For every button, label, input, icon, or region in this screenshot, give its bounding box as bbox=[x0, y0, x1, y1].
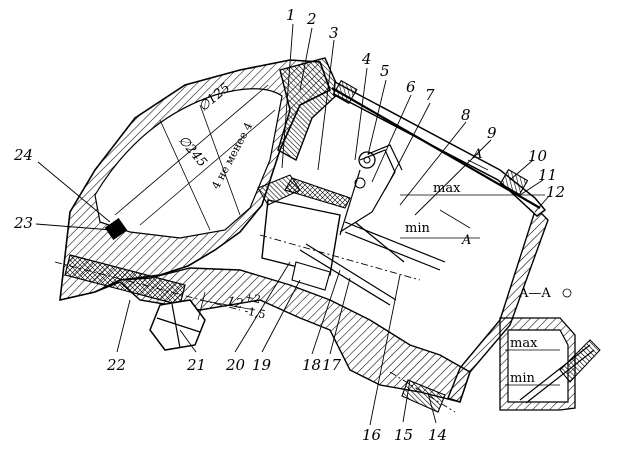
section-arrow-top bbox=[467, 159, 489, 171]
callout-17: 17 bbox=[322, 356, 342, 374]
callout-19: 19 bbox=[252, 356, 272, 374]
callout-21: 21 bbox=[186, 356, 206, 374]
level-max: max bbox=[433, 181, 461, 196]
section-arrow-line bbox=[439, 209, 471, 229]
section-inset bbox=[499, 317, 601, 411]
callout-1: 1 bbox=[286, 6, 296, 24]
cover-bolt-right bbox=[499, 168, 529, 196]
dipstick-mechanism bbox=[284, 144, 403, 236]
callout-6: 6 bbox=[406, 78, 416, 96]
section-mark-top: A bbox=[472, 147, 482, 162]
flange-bolt bbox=[54, 254, 241, 351]
callout-9: 9 bbox=[487, 124, 497, 142]
callout-7: 7 bbox=[425, 86, 435, 104]
drain-plug bbox=[389, 371, 456, 413]
shaft-axis bbox=[259, 234, 421, 281]
construction-line bbox=[139, 109, 276, 226]
dim-tol-lower: -1,5 bbox=[243, 304, 266, 321]
construction-line bbox=[199, 104, 241, 216]
level-rod bbox=[344, 194, 545, 271]
callout-22: 22 bbox=[106, 356, 126, 374]
callout-8: 8 bbox=[461, 106, 471, 124]
dim-tol-upper: +2 bbox=[243, 290, 262, 306]
cover-flange bbox=[277, 57, 341, 162]
cover-edge bbox=[331, 87, 541, 209]
right-wall bbox=[447, 211, 549, 403]
callout-18: 18 bbox=[302, 356, 321, 374]
cover-bolt-left bbox=[332, 79, 358, 105]
callout-23: 23 bbox=[13, 214, 33, 232]
callout-24: 24 bbox=[13, 146, 33, 164]
callout-15: 15 bbox=[394, 426, 413, 444]
gear-interior bbox=[94, 88, 283, 239]
callout-2: 2 bbox=[306, 10, 317, 28]
shaft-assembly bbox=[257, 174, 421, 306]
callout-4: 4 bbox=[361, 50, 372, 68]
section-title: A—A bbox=[518, 286, 551, 301]
section-mark-side: A bbox=[461, 233, 471, 248]
callout-11: 11 bbox=[538, 166, 557, 184]
callout-14: 14 bbox=[428, 426, 447, 444]
callout-20: 20 bbox=[225, 356, 246, 374]
shaft-rod bbox=[299, 249, 391, 306]
callout-16: 16 bbox=[362, 426, 382, 444]
dim-shaft-12: 12 bbox=[225, 294, 244, 312]
section-circle-icon bbox=[562, 288, 572, 298]
construction-line bbox=[159, 119, 211, 231]
inset-level-max: max bbox=[510, 336, 538, 351]
callout-3: 3 bbox=[329, 24, 339, 42]
callout-10: 10 bbox=[528, 147, 548, 165]
level-min: min bbox=[405, 221, 430, 236]
key-part bbox=[104, 217, 128, 241]
construction-line bbox=[114, 84, 269, 216]
dimension-12 bbox=[197, 291, 256, 321]
leader-lines bbox=[35, 23, 550, 426]
inset-level-min: min bbox=[510, 371, 535, 386]
callout-12: 12 bbox=[546, 183, 565, 201]
callout-5: 5 bbox=[380, 62, 390, 80]
